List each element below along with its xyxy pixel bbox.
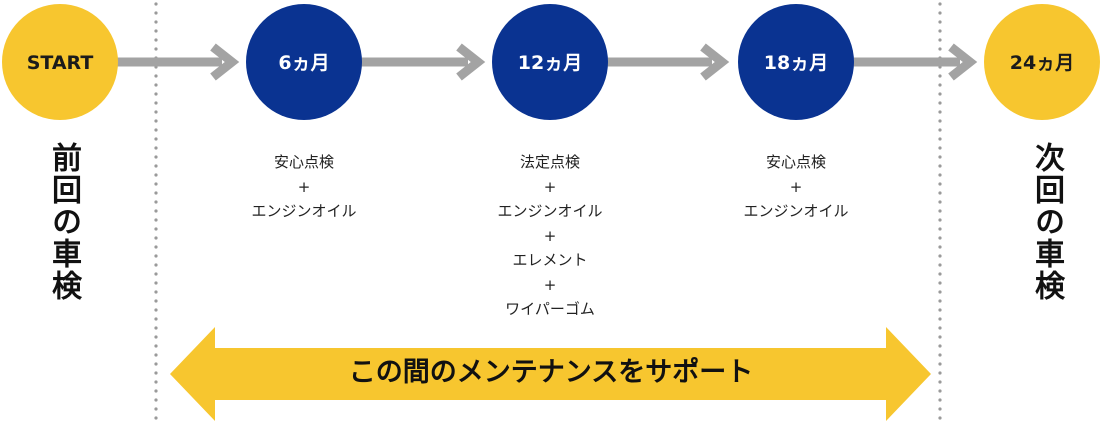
milestone-24-months-label: 24ヵ月: [1010, 52, 1074, 74]
service-plus: +: [543, 226, 557, 245]
milestone-18-months-circle: [738, 4, 854, 120]
service-item: エレメント: [512, 251, 588, 269]
milestone-24-months-circle: [984, 4, 1100, 120]
service-item: ワイパーゴム: [505, 300, 595, 318]
service-item: エンジンオイル: [497, 202, 603, 220]
service-plus: +: [543, 275, 557, 294]
maintenance-support-caption: この間のメンテナンスをサポート: [348, 357, 754, 388]
previous-inspection-label: 前回の車検: [46, 142, 81, 302]
milestone-6-months-label: 6ヵ月: [278, 52, 329, 74]
milestone-18-months: 18ヵ月: [738, 4, 854, 120]
connector-arrowhead-12-to-18: [700, 43, 730, 81]
maintenance-period-arrow: [170, 327, 931, 421]
service-item: 法定点検: [519, 153, 580, 171]
milestone-18-months-label: 18ヵ月: [764, 52, 828, 74]
next-inspection-label: 次回の車検: [1029, 142, 1064, 302]
timeline-connectors: [116, 43, 978, 81]
connector-arrowhead-start-to-6: [210, 43, 240, 81]
service-item: 安心点検: [273, 153, 334, 171]
service-item: エンジンオイル: [251, 202, 357, 220]
service-item: エンジンオイル: [743, 202, 849, 220]
milestone-12-months-label: 12ヵ月: [518, 52, 582, 74]
milestone-start: START: [2, 4, 118, 120]
service-plus: +: [297, 177, 311, 196]
connector-arrowhead-18-to-24: [948, 43, 978, 81]
service-item: 安心点検: [765, 153, 826, 171]
connector-arrowhead-6-to-12: [456, 43, 486, 81]
milestone-24-months: 24ヵ月: [984, 4, 1100, 120]
services-6-months: 安心点検 + エンジンオイル: [214, 150, 394, 224]
service-plus: +: [543, 177, 557, 196]
services-12-months: 法定点検 + エンジンオイル + エレメント + ワイパーゴム: [460, 150, 640, 322]
milestone-6-months-circle: [246, 4, 362, 120]
milestone-12-months: 12ヵ月: [492, 4, 608, 120]
services-18-months: 安心点検 + エンジンオイル: [706, 150, 886, 224]
milestone-12-months-circle: [492, 4, 608, 120]
milestone-start-circle: [2, 4, 118, 120]
service-plus: +: [789, 177, 803, 196]
milestone-start-label: START: [27, 52, 94, 74]
milestone-6-months: 6ヵ月: [246, 4, 362, 120]
